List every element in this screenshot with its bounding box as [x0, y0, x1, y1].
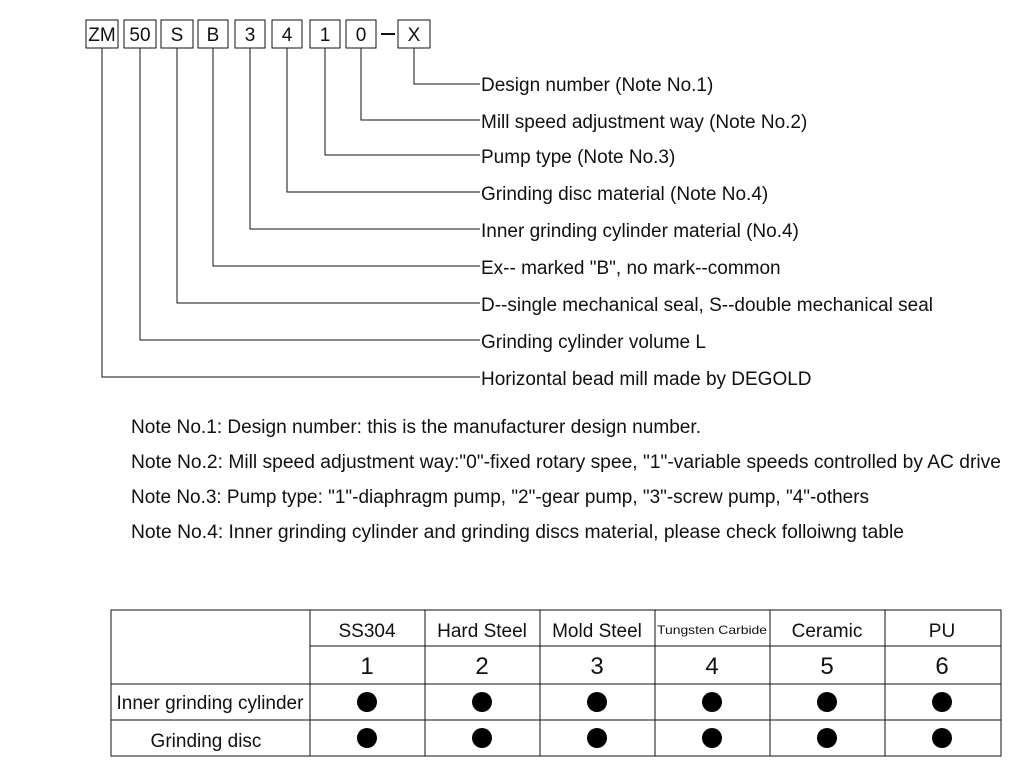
callout-pump-type: Pump type (Note No.3) [481, 147, 675, 168]
leader-lines [101, 48, 480, 378]
table-row-inner-cylinder: Inner grinding cylinder [117, 692, 952, 714]
material-mark-dot [932, 692, 952, 712]
leader-line-mill-speed [360, 48, 480, 121]
material-code-6: 6 [935, 653, 948, 680]
code-box-s: S [160, 19, 194, 49]
note-3: Note No.3: Pump type: "1"-diaphragm pump… [131, 487, 869, 508]
material-header-ss304: SS304 [338, 621, 395, 642]
code-box-b: B [197, 19, 229, 49]
leader-line-seal [176, 48, 480, 304]
material-code-3: 3 [590, 653, 603, 680]
leader-line-volume [139, 48, 480, 341]
code-box-s-text: S [171, 25, 184, 46]
callout-design-number: Design number (Note No.1) [481, 75, 713, 96]
code-box-0-text: 0 [356, 25, 367, 46]
leader-line-pump-type [324, 48, 480, 156]
callout-ex-mark: Ex-- marked "B", no mark--common [481, 258, 781, 279]
leader-line-cylinder-material [249, 48, 480, 230]
material-header-pu: PU [929, 621, 955, 642]
code-box-50-text: 50 [129, 25, 150, 46]
callout-seal: D--single mechanical seal, S--double mec… [481, 295, 933, 316]
callout-labels: Design number (Note No.1) Mill speed adj… [481, 75, 933, 390]
material-header-ceramic: Ceramic [792, 621, 863, 642]
table-row-grinding-disc: Grinding disc [151, 728, 952, 752]
leader-line-design-number [413, 48, 480, 85]
code-box-1-text: 1 [320, 25, 331, 46]
code-box-0: 0 [345, 19, 377, 49]
code-box-50: 50 [123, 19, 157, 49]
notes-block: Note No.1: Design number: this is the ma… [131, 417, 1001, 543]
row-label-inner-cylinder: Inner grinding cylinder [117, 693, 305, 714]
code-box-group: ZM 50 S B 3 4 1 0 [85, 19, 431, 49]
note-2: Note No.2: Mill speed adjustment way:"0"… [131, 452, 1001, 473]
material-header-mold-steel: Mold Steel [552, 621, 642, 642]
code-box-3-text: 3 [245, 25, 256, 46]
row-marks-inner-cylinder [357, 692, 952, 712]
material-header-tungsten-carbide: Tungsten Carbide [657, 623, 767, 637]
leader-line-ex-mark [212, 48, 480, 267]
callout-disc-material: Grinding disc material (Note No.4) [481, 184, 768, 205]
material-mark-dot [472, 692, 492, 712]
material-mark-dot [817, 692, 837, 712]
leader-line-maker [101, 48, 480, 378]
callout-maker: Horizontal bead mill made by DEGOLD [481, 369, 812, 390]
material-mark-dot [932, 728, 952, 748]
material-table: SS304 Hard Steel Mold Steel Tungsten Car… [110, 609, 1002, 757]
material-mark-dot [587, 692, 607, 712]
code-box-4: 4 [271, 19, 303, 49]
callout-mill-speed: Mill speed adjustment way (Note No.2) [481, 112, 807, 133]
material-mark-dot [817, 728, 837, 748]
row-label-grinding-disc: Grinding disc [151, 731, 262, 752]
code-box-b-text: B [207, 25, 220, 46]
material-code-4: 4 [705, 653, 718, 680]
callout-cylinder-material: Inner grinding cylinder material (No.4) [481, 221, 799, 242]
code-box-zm: ZM [85, 19, 119, 49]
material-code-1: 1 [360, 653, 373, 680]
material-mark-dot [702, 692, 722, 712]
code-box-zm-text: ZM [88, 25, 115, 46]
material-mark-dot [472, 728, 492, 748]
code-box-1: 1 [309, 19, 341, 49]
code-box-4-text: 4 [282, 25, 293, 46]
material-mark-dot [587, 728, 607, 748]
row-marks-grinding-disc [357, 728, 952, 748]
material-header-hard-steel: Hard Steel [437, 621, 527, 642]
material-mark-dot [357, 728, 377, 748]
material-mark-dot [357, 692, 377, 712]
table-header-codes: 1 2 3 4 5 6 [360, 653, 948, 680]
code-box-x-text: X [408, 25, 421, 46]
material-code-2: 2 [475, 653, 488, 680]
leader-line-disc-material [286, 48, 480, 193]
callout-volume: Grinding cylinder volume L [481, 332, 706, 353]
table-header-materials: SS304 Hard Steel Mold Steel Tungsten Car… [338, 621, 955, 642]
note-1: Note No.1: Design number: this is the ma… [131, 417, 701, 438]
code-box-3: 3 [234, 19, 266, 49]
note-4: Note No.4: Inner grinding cylinder and g… [131, 522, 904, 543]
code-box-x: X [397, 19, 431, 49]
material-code-5: 5 [820, 653, 833, 680]
material-mark-dot [702, 728, 722, 748]
